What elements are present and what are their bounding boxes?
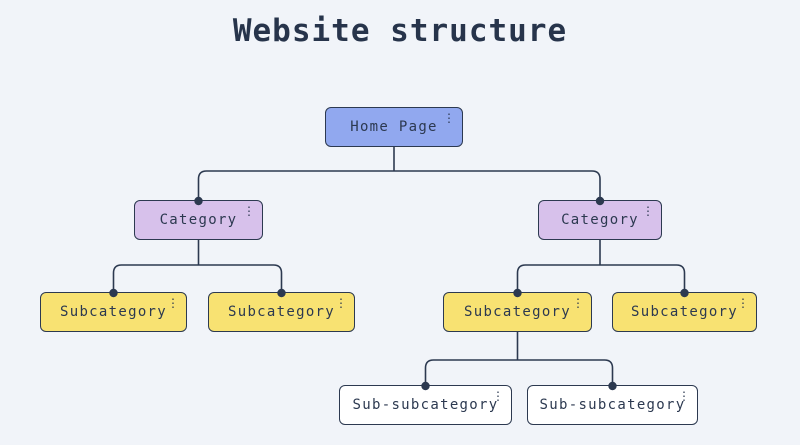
node-home-page[interactable]: Home Page ⋮	[325, 107, 463, 147]
diagram-title: Website structure	[232, 13, 568, 49]
node-subcategory-4[interactable]: Subcategory ⋮	[612, 292, 757, 332]
edge-cat2-to-subs	[516, 264, 686, 292]
node-label: Subcategory	[59, 304, 168, 320]
node-label: Sub-subcategory	[352, 397, 499, 413]
node-label: Sub-subcategory	[539, 397, 686, 413]
kebab-menu-icon[interactable]: ⋮	[492, 389, 504, 403]
node-label: Subcategory	[630, 304, 739, 320]
kebab-menu-icon[interactable]: ⋮	[243, 204, 255, 218]
node-subcategory-3[interactable]: Subcategory ⋮	[443, 292, 592, 332]
node-category-2[interactable]: Category ⋮	[538, 200, 662, 240]
node-label: Home Page	[350, 119, 438, 135]
node-sub-subcategory-2[interactable]: Sub-subcategory ⋮	[527, 385, 698, 425]
edge-sub3-to-ssubs	[424, 359, 614, 385]
kebab-menu-icon[interactable]: ⋮	[335, 296, 347, 310]
kebab-menu-icon[interactable]: ⋮	[572, 296, 584, 310]
edge-cat1-to-subs	[112, 264, 283, 292]
kebab-menu-icon[interactable]: ⋮	[737, 296, 749, 310]
node-label: Category	[561, 212, 639, 228]
kebab-menu-icon[interactable]: ⋮	[167, 296, 179, 310]
node-label: Subcategory	[227, 304, 336, 320]
node-label: Subcategory	[463, 304, 572, 320]
node-subcategory-2[interactable]: Subcategory ⋮	[208, 292, 355, 332]
kebab-menu-icon[interactable]: ⋮	[678, 389, 690, 403]
node-category-1[interactable]: Category ⋮	[134, 200, 263, 240]
node-label: Category	[159, 212, 238, 228]
node-subcategory-1[interactable]: Subcategory ⋮	[40, 292, 187, 332]
edge-home-to-categories	[197, 170, 601, 200]
node-sub-subcategory-1[interactable]: Sub-subcategory ⋮	[339, 385, 512, 425]
kebab-menu-icon[interactable]: ⋮	[642, 204, 654, 218]
kebab-menu-icon[interactable]: ⋮	[443, 111, 455, 125]
